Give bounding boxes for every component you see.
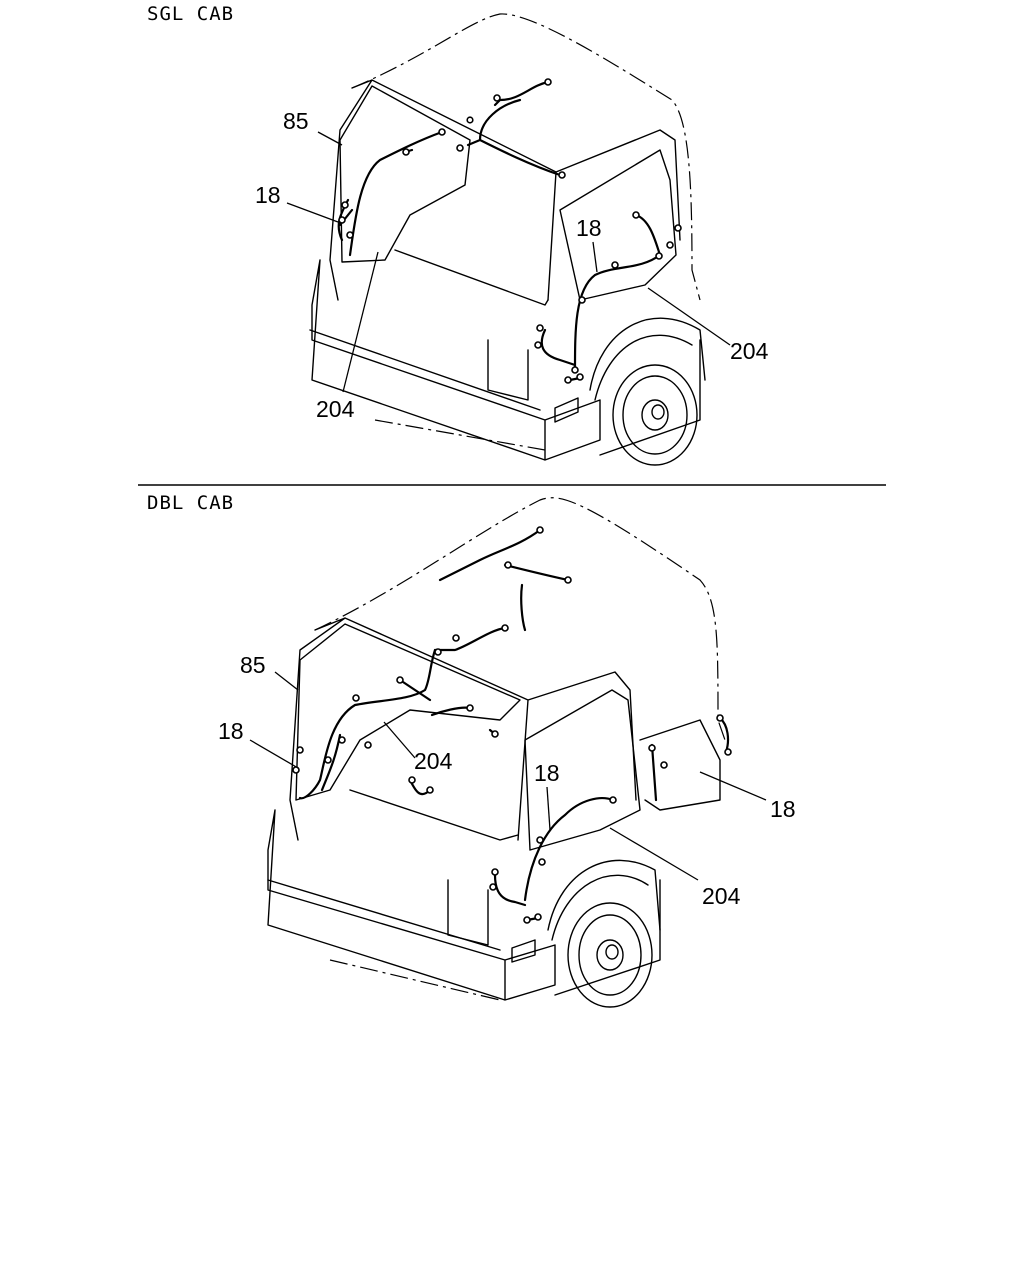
sgl-callout-204-left: 204 — [316, 396, 355, 422]
dbl-tail-light — [511, 939, 536, 963]
dbl-bed — [267, 809, 556, 1001]
dbl-callout-18-left: 18 — [218, 718, 244, 744]
dbl-leader-18-right — [699, 771, 767, 801]
dbl-leader-18-left — [249, 739, 299, 769]
dbl-cab-section: DBL CAB — [147, 492, 796, 1008]
sgl-cab-illustration — [286, 13, 731, 466]
dbl-harness-left — [298, 648, 498, 800]
dbl-rear-door-panel — [639, 719, 721, 811]
sgl-harness-right — [540, 213, 662, 382]
sgl-cab-section: SGL CAB — [147, 3, 769, 466]
dbl-roof-outline — [314, 497, 726, 741]
sgl-callout-204-right: 204 — [730, 338, 769, 364]
sgl-lower-outline — [374, 419, 546, 451]
sgl-tail-light — [554, 397, 579, 423]
dbl-bumper — [267, 789, 519, 951]
sgl-bumper — [309, 249, 549, 411]
dbl-leader-85 — [274, 671, 299, 691]
sgl-leader-204-left — [342, 251, 379, 393]
dbl-leader-18-mid — [546, 786, 551, 831]
sgl-leader-18-right — [592, 241, 598, 273]
dbl-wheel — [547, 859, 661, 1008]
sgl-callout-18-left: 18 — [255, 182, 281, 208]
dbl-harness-right — [493, 716, 730, 922]
dbl-callout-18-right: 18 — [770, 796, 796, 822]
dbl-cab-title: DBL CAB — [147, 492, 234, 514]
sgl-leader-204-right — [647, 287, 731, 346]
sgl-cab-title: SGL CAB — [147, 3, 234, 25]
sgl-wheel — [589, 317, 706, 466]
dbl-license-area — [447, 879, 489, 946]
sgl-connectors — [338, 78, 682, 384]
sgl-cab-rear — [329, 79, 681, 301]
sgl-license-area — [487, 339, 529, 401]
dbl-callout-204-mid: 204 — [414, 748, 453, 774]
dbl-harness-roof — [433, 528, 570, 652]
sgl-harness-left — [337, 130, 444, 257]
dbl-cab-rear — [289, 617, 637, 841]
sgl-rear-window — [339, 85, 471, 263]
dbl-leader-204-mid — [383, 721, 416, 759]
sgl-roof-outline — [351, 13, 701, 301]
dbl-lower-outline — [329, 959, 501, 1001]
sgl-harness-roof — [466, 80, 562, 177]
sgl-callout-18-right: 18 — [576, 215, 602, 241]
sgl-bed — [311, 259, 601, 461]
dbl-cab-illustration — [249, 497, 767, 1008]
dbl-connectors — [292, 526, 732, 924]
dbl-side-window — [524, 689, 641, 851]
dbl-callout-204-right: 204 — [702, 883, 741, 909]
sgl-callout-85: 85 — [283, 108, 309, 134]
dbl-callout-85: 85 — [240, 652, 266, 678]
dbl-rear-window — [295, 623, 521, 801]
sgl-leader-85 — [317, 131, 343, 146]
dbl-leader-204-right — [609, 827, 699, 881]
dbl-callout-18-mid: 18 — [534, 760, 560, 786]
sgl-leader-18-left — [286, 202, 339, 223]
